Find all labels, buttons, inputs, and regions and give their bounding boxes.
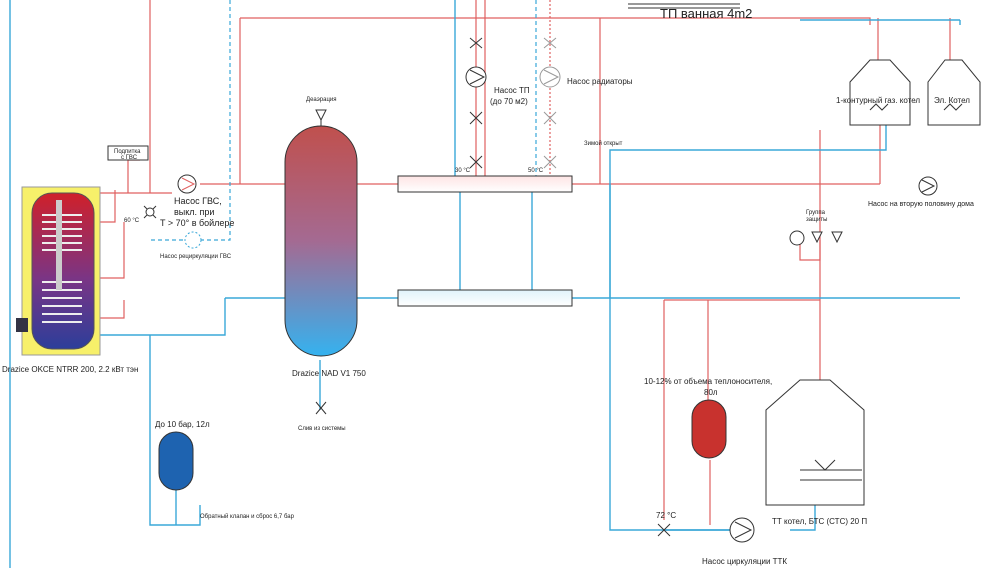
- pump-dhw-label-2: выкл. при: [174, 207, 214, 217]
- feed-dhw-label-2: с ГВС: [121, 155, 138, 161]
- temp-60-label: 60 °C: [124, 218, 140, 224]
- gas-boiler-label: 1-контурный газ. котел: [836, 96, 920, 105]
- tt-boiler-label: ТТ котел, БТС (СТС) 20 П: [772, 517, 867, 526]
- mixing-valve-72-icon[interactable]: [657, 523, 671, 537]
- pump-tp-icon[interactable]: [465, 66, 487, 88]
- el-boiler-label: Эл. Котел: [934, 96, 970, 105]
- feed-dhw-label-1: Подпитка: [114, 149, 141, 155]
- mixing-valves: [469, 37, 557, 169]
- header-label: ТП ванная 4m2: [660, 6, 752, 21]
- pump-tp-label-2: (до 70 м2): [490, 97, 528, 106]
- accumulator-label: Drazice NAD V1 750: [292, 369, 366, 378]
- safety-group-label-1: Группа: [806, 210, 826, 216]
- pump-ttk-icon[interactable]: [729, 517, 755, 543]
- winter-open-label: Зимой открыт: [584, 140, 623, 147]
- pump-dhw-icon[interactable]: [177, 174, 197, 194]
- labels: ТП ванная 4m2 Деаэрация Подпитка с ГВС Н…: [2, 3, 974, 566]
- solid-fuel-boiler[interactable]: [765, 379, 865, 506]
- hot-manifold: [397, 175, 573, 193]
- pump-tp-label-1: Насос ТП: [494, 86, 530, 95]
- dhw-boiler[interactable]: [16, 186, 101, 356]
- gas-boiler[interactable]: [849, 59, 911, 126]
- safety-group-icon: [789, 230, 843, 246]
- expansion-big-label-2: 80л: [704, 388, 718, 397]
- cold-manifold: [397, 289, 573, 307]
- safety-group-label-2: защиты: [806, 217, 827, 223]
- pump-dhw-label-3: T > 70° в бойлере: [160, 218, 234, 228]
- boiler-dhw-label: Drazice OKCE NTRR 200, 2.2 кВт тэн: [2, 365, 138, 374]
- expansion-tank-large: [691, 399, 727, 459]
- drain-valve-icon[interactable]: [315, 401, 327, 415]
- deaeration-valve-icon: [315, 109, 327, 126]
- temp-50-label: 50 °C: [528, 168, 544, 174]
- feed-box: [107, 145, 149, 161]
- pump-rad-label: Насос радиаторы: [567, 77, 633, 86]
- pipes-hot: [96, 0, 951, 525]
- pump-second-half-icon[interactable]: [918, 176, 938, 196]
- pump-second-half-label: Насос на вторую половину дома: [868, 201, 974, 208]
- pump-radiators-icon[interactable]: [539, 66, 561, 88]
- temp-30-label: 30 °C: [455, 168, 471, 174]
- three-way-valve-icon[interactable]: [143, 205, 157, 219]
- accumulator-tank[interactable]: [284, 125, 358, 357]
- drain-label: Слив из системы: [298, 426, 346, 432]
- expansion-big-label-1: 10-12% от объема теплоносителя,: [644, 377, 772, 386]
- recirc-label: Насос рециркуляции ГВС: [160, 254, 232, 260]
- pump-ttk-label: Насос циркуляции ТТК: [702, 557, 787, 566]
- check-valve-label: Обратный клапан и сброс 6,7 бар: [200, 513, 295, 520]
- pump-dhw-label-1: Насос ГВС,: [174, 196, 222, 206]
- expansion-small-label: До 10 бар, 12л: [155, 420, 210, 429]
- pump-recirc-icon[interactable]: [184, 231, 202, 249]
- expansion-tank-small: [158, 431, 194, 491]
- temp-72-label: 72 °C: [656, 511, 676, 520]
- electric-boiler[interactable]: [927, 59, 981, 126]
- deaeration-label: Деаэрация: [306, 97, 337, 103]
